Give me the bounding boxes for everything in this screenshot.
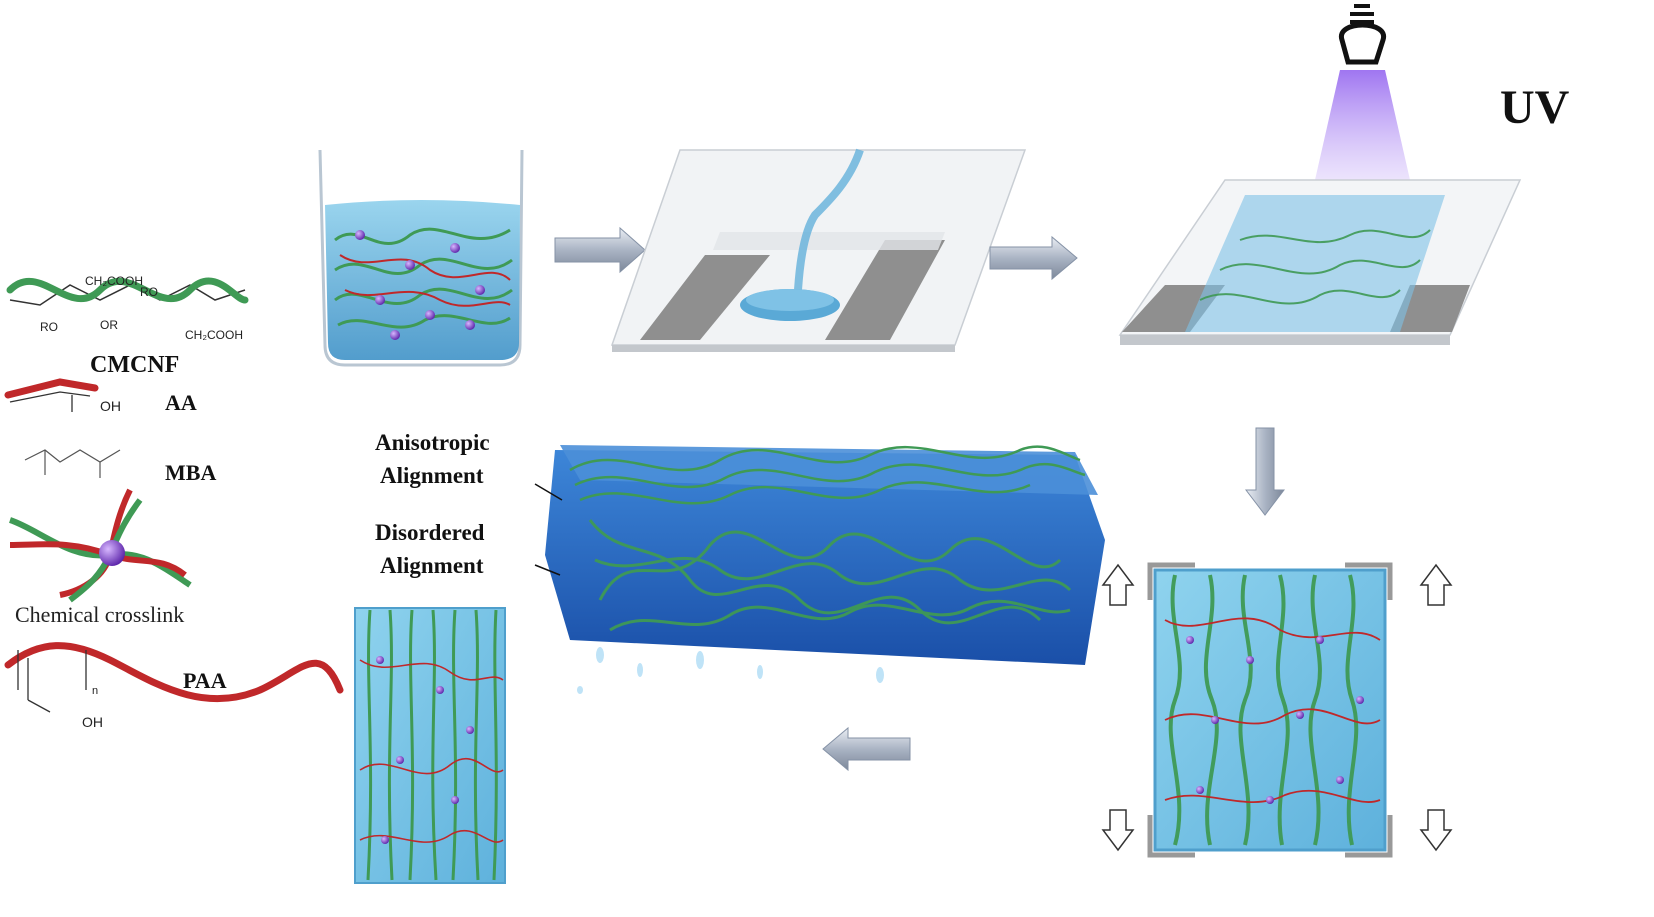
disordered-label-line1: Disordered xyxy=(375,520,485,545)
anisotropic-label-line1: Anisotropic xyxy=(375,430,490,455)
beaker-illustration xyxy=(318,149,524,367)
cmcnf-group-3: OR xyxy=(100,318,118,332)
cmcnf-group-1: CH₂COOH xyxy=(85,274,143,288)
crosslink-label: Chemical crosslink xyxy=(15,602,185,627)
cmcnf-label: CMCNF xyxy=(90,352,180,378)
clamp-icons xyxy=(1147,562,1393,858)
light-bulb-icon xyxy=(1339,4,1386,65)
flow-arrow-2 xyxy=(989,235,1078,281)
anisotropic-label-line2: Alignment xyxy=(380,463,484,488)
aa-group-label: OH xyxy=(100,398,121,414)
cmcnf-group-4: RO xyxy=(40,320,58,334)
cmcnf-group-5: CH₂COOH xyxy=(185,328,243,342)
aa-label: AA xyxy=(165,390,197,415)
uv-label: UV xyxy=(1500,81,1570,134)
mba-label: MBA xyxy=(165,460,217,485)
paa-group-label: OH xyxy=(82,714,103,730)
casting-stage xyxy=(610,148,1027,352)
mba-molecule-icon xyxy=(24,449,121,478)
cmcnf-group-2: RO xyxy=(140,285,158,299)
disordered-label-line2: Alignment xyxy=(380,553,484,578)
hydrogel-block xyxy=(534,445,1105,694)
stretch-up-arrow-left xyxy=(1101,563,1135,606)
stretch-down-arrow-right xyxy=(1419,809,1453,852)
paa-subscript: n xyxy=(92,685,99,697)
uv-stage xyxy=(1118,4,1522,345)
cmcnf-molecule-icon xyxy=(6,277,249,306)
aligned-gel-panel xyxy=(354,607,506,884)
legend-panel xyxy=(4,277,344,713)
paa-molecule-icon xyxy=(4,642,344,713)
stretch-down-arrow-left xyxy=(1101,809,1135,852)
flow-arrow-3 xyxy=(1244,427,1286,516)
stretched-gel-panel xyxy=(1101,562,1453,858)
aa-molecule-icon xyxy=(4,378,99,412)
stretch-up-arrow-right xyxy=(1419,563,1453,606)
flow-arrow-1 xyxy=(554,226,646,274)
crosslink-icon xyxy=(9,488,192,603)
paa-label: PAA xyxy=(183,668,227,693)
uv-beam xyxy=(1315,70,1410,180)
flow-arrow-4 xyxy=(822,726,911,772)
